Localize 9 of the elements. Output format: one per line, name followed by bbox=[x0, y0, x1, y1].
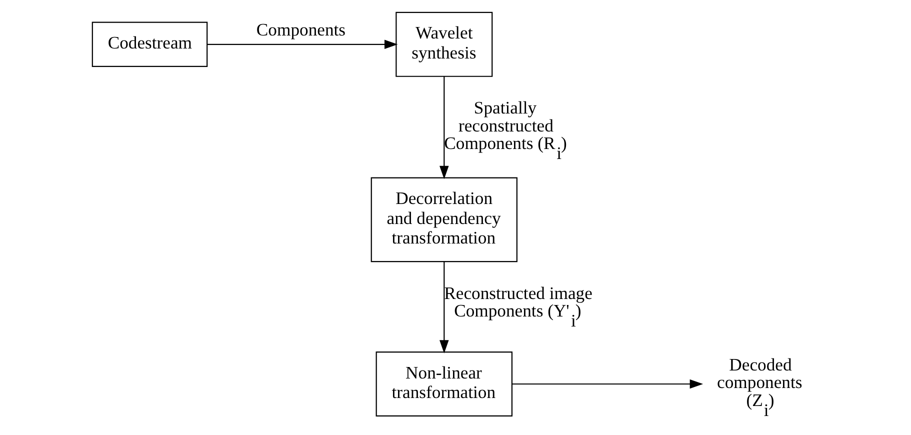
node-box: Codestream bbox=[91, 22, 208, 67]
node-box: Non-linear transformation bbox=[375, 351, 512, 417]
arrow bbox=[439, 262, 448, 354]
edge-label: Components bbox=[256, 19, 346, 40]
node-box: Decorrelation and dependency transformation bbox=[370, 177, 517, 262]
node-box: Wavelet synthesis bbox=[395, 12, 492, 77]
arrow bbox=[439, 76, 448, 180]
arrow bbox=[512, 379, 703, 389]
arrow bbox=[206, 40, 398, 50]
